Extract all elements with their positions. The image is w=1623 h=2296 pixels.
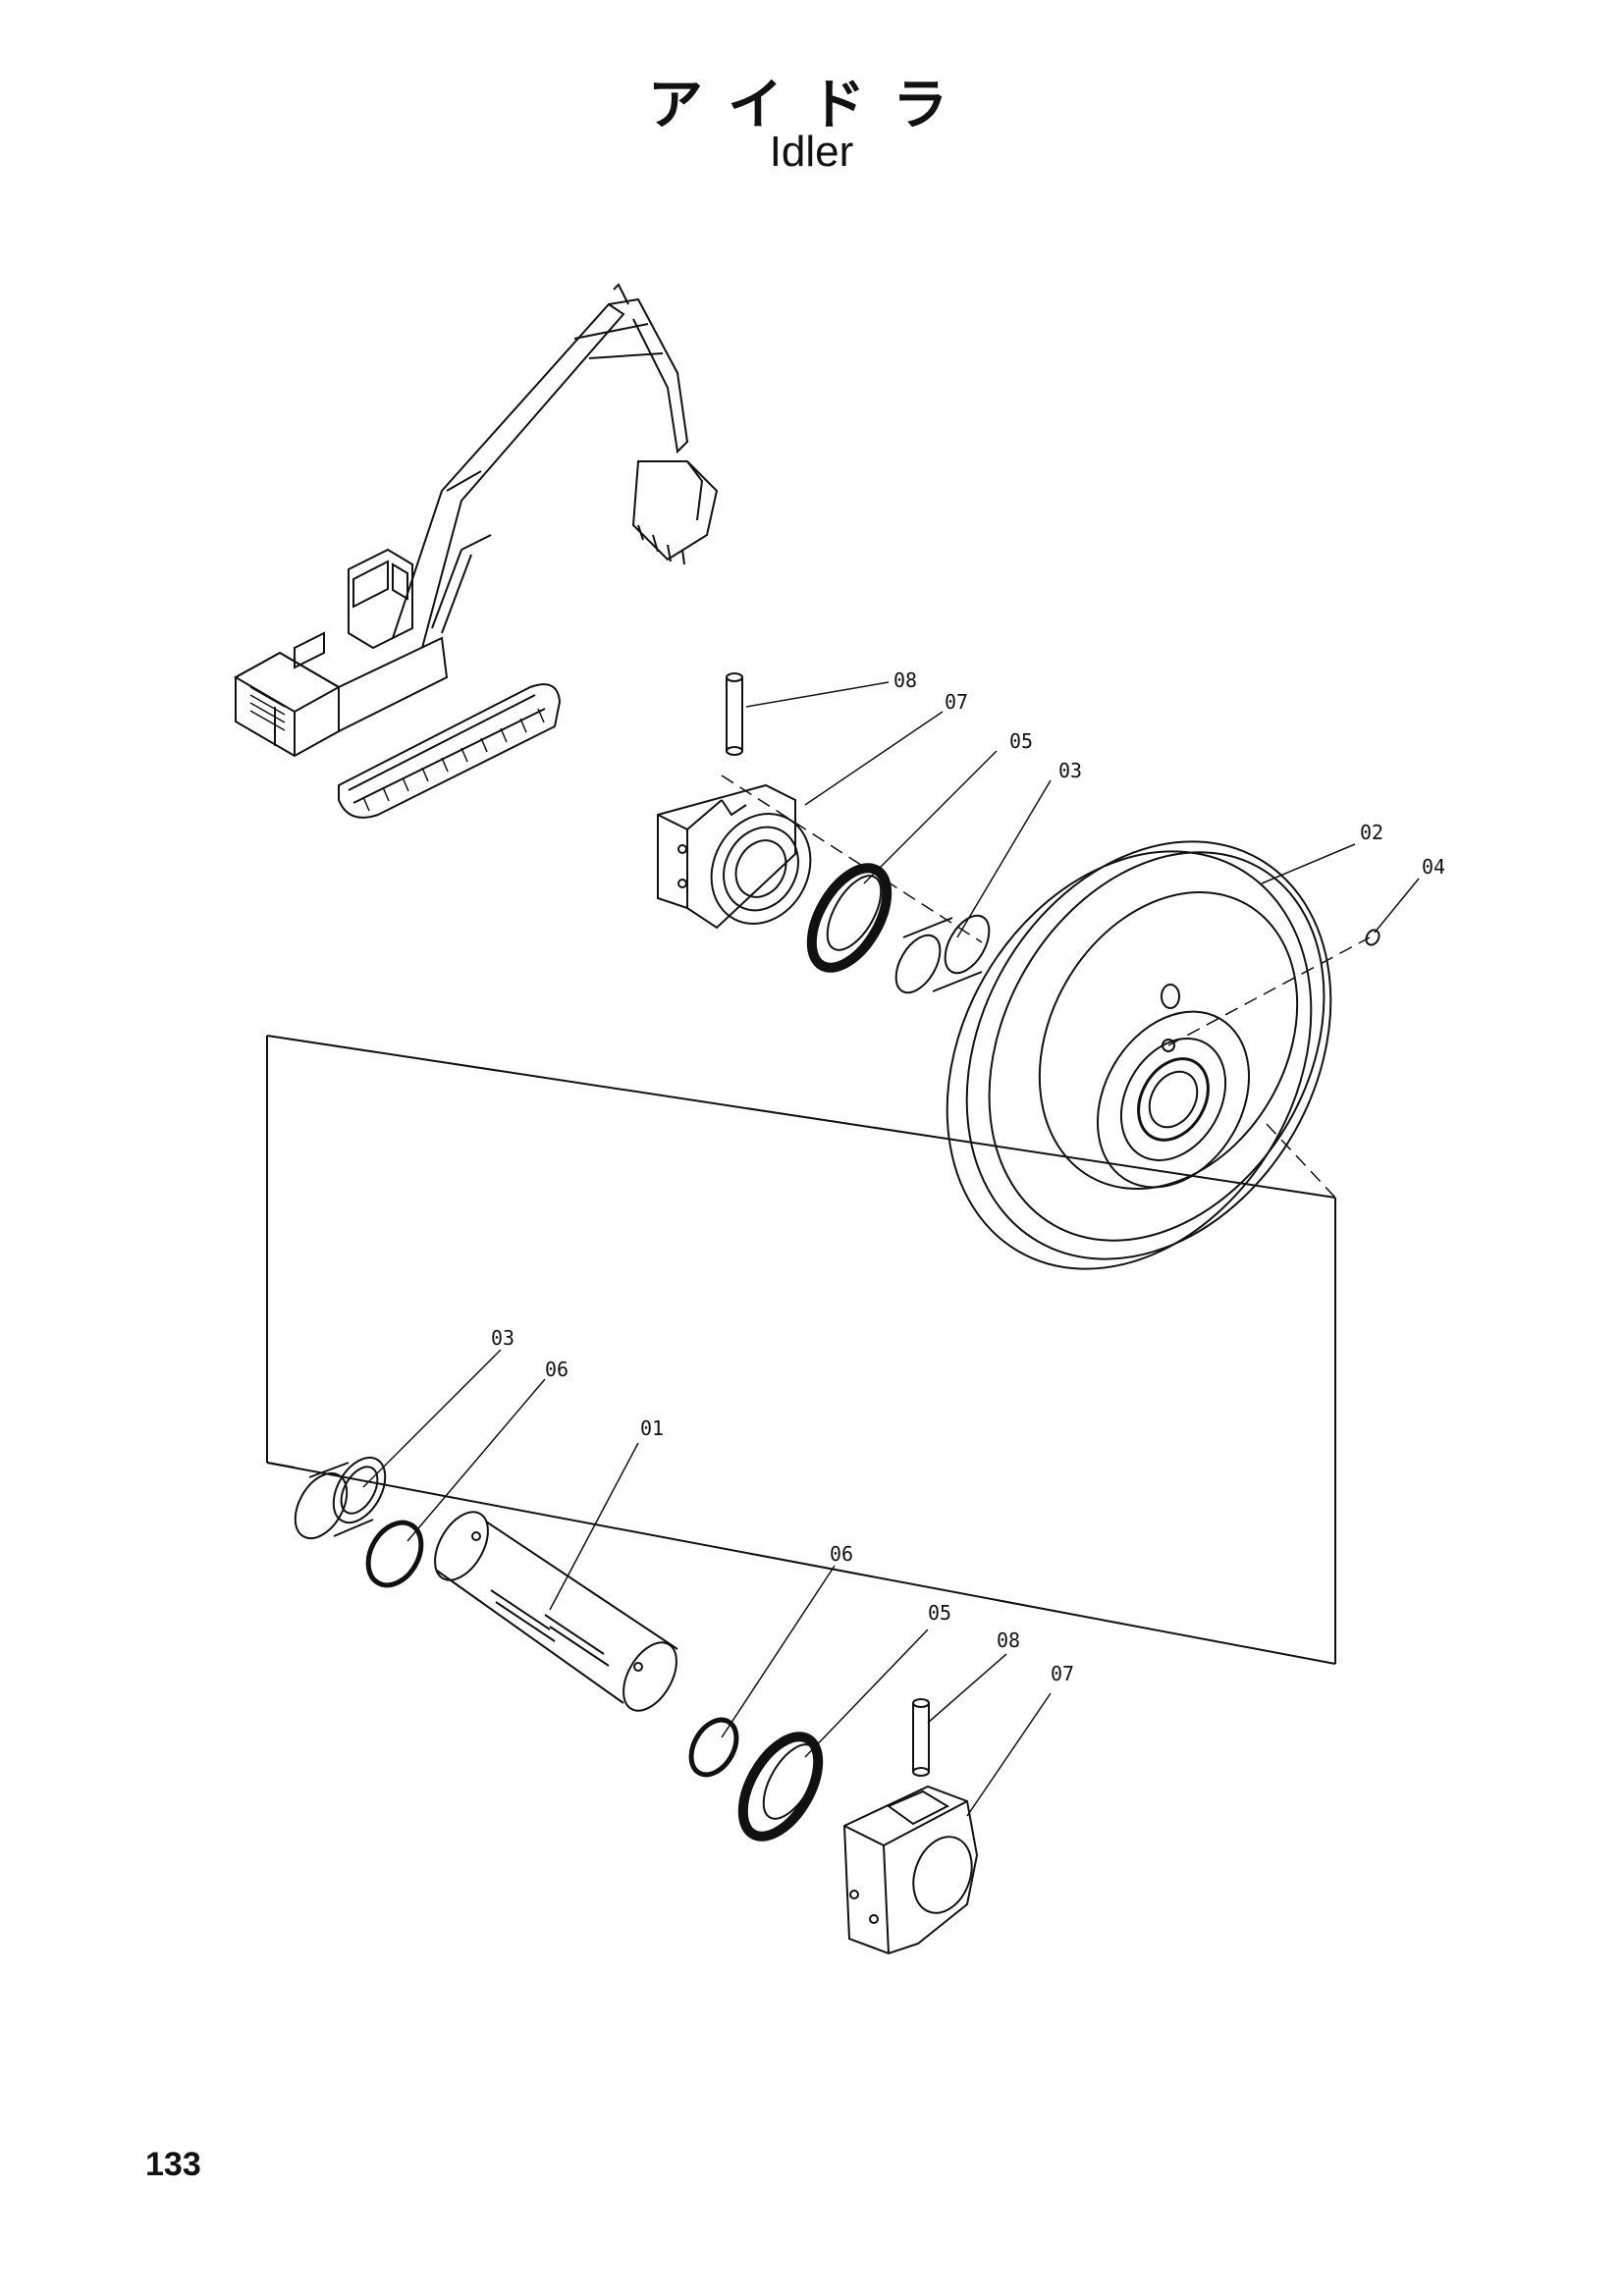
page-title-english: Idler [769, 128, 854, 176]
page-number: 133 [145, 2146, 201, 2183]
bushing-03-upper [894, 914, 991, 994]
floating-seal-05-lower [737, 1732, 824, 1842]
callout-03-upper: 03 [1058, 759, 1082, 782]
callout-07-upper: 07 [945, 690, 968, 714]
callout-03-lower: 03 [491, 1326, 514, 1350]
page-title-japanese: アイドラ [647, 74, 976, 137]
callout-07-lower: 07 [1051, 1662, 1074, 1685]
support-07-lower [842, 1785, 979, 1955]
bushing-03-lower [294, 1456, 387, 1540]
pin-08-lower [912, 1698, 930, 1777]
callout-05-lower: 05 [928, 1601, 951, 1625]
support-07-upper [657, 783, 812, 930]
callout-05-upper: 05 [1009, 729, 1033, 753]
callout-labels: 08 07 05 03 02 04 03 06 01 06 05 08 07 [491, 668, 1445, 1685]
callout-06-left: 06 [545, 1358, 568, 1381]
leader-lines [362, 681, 1420, 1817]
callout-01: 01 [640, 1416, 664, 1440]
o-ring-06-right [688, 1717, 739, 1778]
floating-seal-05-upper [806, 863, 893, 973]
o-ring-06-left [365, 1520, 424, 1588]
idler-wheel-02 [946, 840, 1332, 1270]
callout-08-upper: 08 [893, 668, 917, 692]
excavator-illustration [233, 283, 719, 819]
callout-08-lower: 08 [997, 1629, 1020, 1652]
plug-04 [1365, 929, 1380, 946]
shaft-01 [434, 1511, 678, 1712]
callout-06-right: 06 [830, 1542, 853, 1566]
callout-02: 02 [1360, 821, 1383, 844]
pin-08-upper [726, 672, 743, 756]
callout-04: 04 [1422, 855, 1445, 879]
